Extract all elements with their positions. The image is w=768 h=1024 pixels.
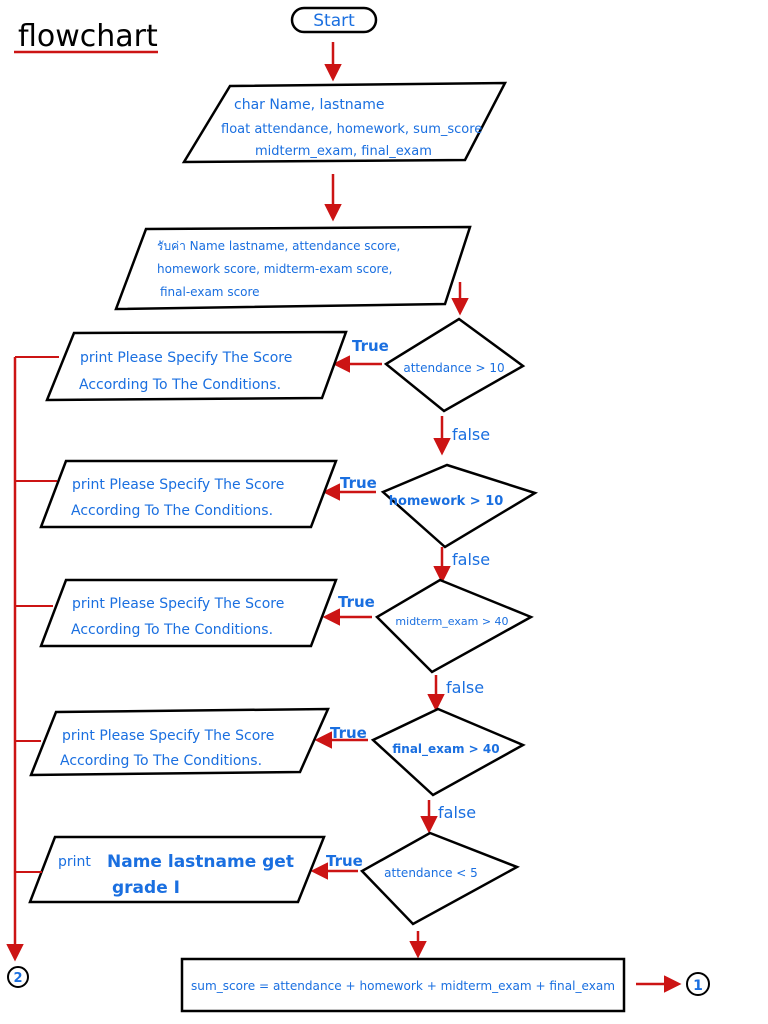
decision-3 xyxy=(374,578,534,674)
connector-1-label: 1 xyxy=(693,978,703,994)
output-1-line-2: According To The Conditions. xyxy=(79,377,281,393)
decision-4-condition: final_exam > 40 xyxy=(392,742,499,757)
decision-3-condition: midterm_exam > 40 xyxy=(395,615,508,628)
decision-2-condition: homework > 10 xyxy=(389,494,504,509)
output-1-line-1: print Please Specify The Score xyxy=(80,350,292,366)
decision-5-condition: attendance < 5 xyxy=(384,866,478,880)
output-4-shape xyxy=(29,707,330,777)
edge-false-1: false xyxy=(452,425,490,444)
output-5-line-1: print xyxy=(58,854,91,870)
connector-2-label: 2 xyxy=(13,971,22,986)
output-4-line-2: According To The Conditions. xyxy=(60,753,262,769)
process-sum-score xyxy=(180,957,626,1013)
edge-false-4: false xyxy=(438,803,476,822)
input-line-1: รับค่า Name lastname, attendance score, xyxy=(157,239,400,253)
start-label: Start xyxy=(313,11,355,31)
connector-1 xyxy=(686,972,710,996)
decision-1-condition: attendance > 10 xyxy=(403,361,504,375)
output-4-line-1: print Please Specify The Score xyxy=(62,728,274,744)
output-5-line-2: Name lastname get xyxy=(107,852,294,872)
decision-2 xyxy=(380,463,539,549)
output-3-shape xyxy=(39,578,338,648)
declare-line-3: midterm_exam, final_exam xyxy=(255,144,432,159)
start-terminator xyxy=(290,6,378,34)
output-5-line-3: grade I xyxy=(112,878,180,898)
output-2-line-1: print Please Specify The Score xyxy=(72,477,284,493)
decision-1 xyxy=(383,317,526,413)
declare-shape xyxy=(181,81,508,164)
input-shape xyxy=(114,225,472,311)
input-line-2: homework score, midterm-exam score, xyxy=(157,262,392,276)
declare-line-1: char Name, lastname xyxy=(234,97,385,113)
edge-true-5: True xyxy=(326,852,363,870)
process-text: sum_score = attendance + homework + midt… xyxy=(191,979,615,993)
page-title: flowchart xyxy=(18,19,158,54)
output-2-shape xyxy=(39,459,338,529)
edge-true-4: True xyxy=(330,724,367,742)
output-2-line-2: According To The Conditions. xyxy=(71,503,273,519)
connector-2 xyxy=(7,966,29,988)
output-3-line-2: According To The Conditions. xyxy=(71,622,273,638)
edge-true-3: True xyxy=(338,593,375,611)
edge-false-2: false xyxy=(452,550,490,569)
edge-true-1: True xyxy=(352,337,389,355)
output-5-shape xyxy=(28,835,326,904)
edge-false-3: false xyxy=(446,678,484,697)
output-3-line-1: print Please Specify The Score xyxy=(72,596,284,612)
edge-true-2: True xyxy=(340,474,377,492)
decision-4 xyxy=(370,707,526,797)
decision-5 xyxy=(359,831,520,926)
declare-line-2: float attendance, homework, sum_score xyxy=(221,122,482,137)
input-line-3: final-exam score xyxy=(160,285,260,299)
output-1-shape xyxy=(45,330,348,402)
